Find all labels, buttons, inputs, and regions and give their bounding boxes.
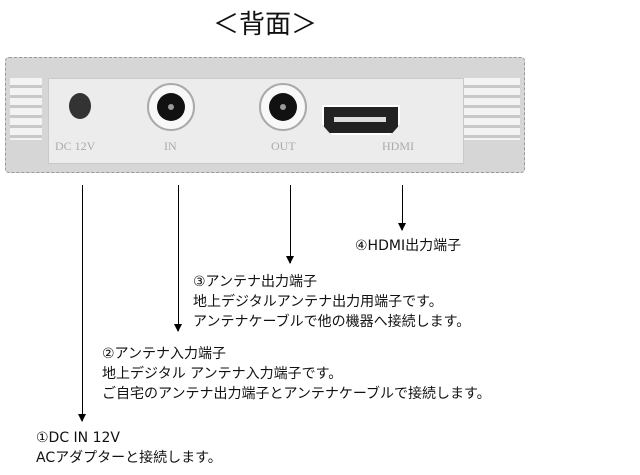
note-line: アンテナケーブルで他の機器へ接続します。 xyxy=(193,314,471,330)
note-antenna-out: ③アンテナ出力端子 地上デジタルアンテナ出力用端子です。 アンテナケーブルで他の… xyxy=(193,272,470,332)
note-heading: ①DC IN 12V xyxy=(36,430,120,446)
note-line: ACアダプターと接続します。 xyxy=(36,450,222,466)
hdmi-port-icon xyxy=(322,105,400,135)
dc-label: DC 12V xyxy=(55,139,96,153)
note-heading: ③アンテナ出力端子 xyxy=(193,274,317,290)
note-line: ご自宅のアンテナ出力端子とアンテナケーブルで接続します。 xyxy=(102,386,491,402)
antenna-out-port-icon xyxy=(259,83,307,131)
port-panel: DC 12V IN OUT HDMI xyxy=(48,78,464,164)
out-label: OUT xyxy=(271,139,296,153)
right-vent xyxy=(460,78,520,140)
arrow-out xyxy=(286,185,294,264)
note-heading: ②アンテナ入力端子 xyxy=(102,346,226,362)
dc-jack-icon xyxy=(69,93,91,119)
antenna-in-port-icon xyxy=(147,83,195,131)
arrow-hdmi xyxy=(398,185,406,231)
note-heading: ④HDMI出力端子 xyxy=(355,238,462,254)
device-rear-view: DC 12V IN OUT HDMI xyxy=(5,57,525,173)
left-vent xyxy=(10,78,42,140)
diagram-title: ＜背面＞ xyxy=(212,10,317,40)
note-line: 地上デジタルアンテナ出力用端子です。 xyxy=(193,294,443,310)
note-line: 地上デジタル アンテナ入力端子です。 xyxy=(102,366,343,382)
arrow-dc xyxy=(78,185,86,422)
note-dc-in: ①DC IN 12V ACアダプターと接続します。 xyxy=(36,428,222,468)
arrow-in xyxy=(174,185,182,332)
note-antenna-in: ②アンテナ入力端子 地上デジタル アンテナ入力端子です。 ご自宅のアンテナ出力端… xyxy=(102,344,491,404)
note-hdmi: ④HDMI出力端子 xyxy=(355,236,461,256)
in-label: IN xyxy=(164,139,177,153)
hdmi-label: HDMI xyxy=(382,139,414,153)
